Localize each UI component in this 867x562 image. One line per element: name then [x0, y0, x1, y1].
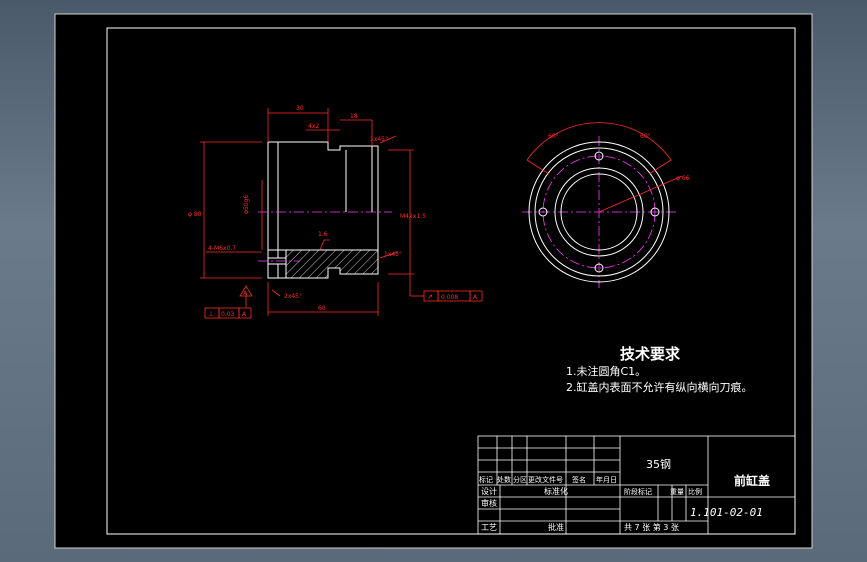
stage-weight: 重量: [670, 488, 684, 496]
bolt-hole: [594, 151, 604, 161]
outer-chamfer-circle: [534, 147, 664, 277]
hdr-date: 年月日: [596, 475, 617, 484]
runout-symbol: ↗: [427, 293, 433, 301]
hatched-section: [285, 249, 379, 279]
bolt-holes: [538, 151, 660, 273]
material: 35钢: [646, 458, 671, 471]
row-check: 审核: [481, 498, 497, 508]
stage-scale: 比例: [688, 487, 702, 496]
runout-datum: A: [473, 294, 478, 301]
perp-symbol: ⊥: [208, 310, 214, 318]
hdr-sign: 签名: [572, 475, 586, 484]
leader-chamfer: [379, 135, 397, 144]
dim-angle-left: 60°: [548, 133, 559, 140]
section-view: [267, 141, 379, 279]
drawing-frame: [106, 27, 796, 535]
tech-item-1: 1.未注圆角C1。: [566, 364, 646, 378]
front-view: 60° 60° φ 66: [526, 122, 690, 283]
dim-left-dia: φ 80: [188, 211, 202, 218]
angle-arc: [526, 122, 672, 161]
inner-circle: [560, 173, 638, 251]
perpendicularity-frame: ⊥ 0.03 A: [204, 307, 252, 319]
dim-angle-right: 60°: [640, 133, 651, 140]
bolt-hole: [594, 263, 604, 273]
sheet-info: 共 7 张 第 3 张: [624, 522, 679, 532]
bolt-circle: [542, 155, 656, 269]
dim-top-total: 30: [296, 105, 304, 112]
side-dimension-labels: 30 4x2 18 1x45° φ 80 φ50g6 M42x1.5 4-M6x…: [188, 105, 426, 312]
roughness-value: 1.6: [318, 231, 328, 238]
dim-front-dia: φ 66: [676, 175, 690, 182]
dim-chamfer-bottom: 2x45°: [284, 293, 302, 300]
side-dimensions: [200, 108, 424, 316]
runout-value: 0.008: [441, 294, 458, 301]
bore-circle: [554, 167, 644, 257]
dim-chamfer-top: 1x45°: [370, 136, 388, 143]
dim-thread: M42x1.5: [400, 213, 426, 220]
dim-chamfer-right: 1x45°: [384, 251, 402, 258]
dim-step: 18: [350, 113, 358, 120]
row-process: 工艺: [481, 523, 497, 532]
title-block: [477, 435, 796, 535]
dim-groove: 4x2: [308, 123, 319, 130]
row-approve: 批准: [548, 522, 564, 532]
hdr-count: 处数: [497, 475, 511, 484]
hdr-zone: 分区: [513, 475, 527, 484]
roughness-symbol: [319, 239, 330, 251]
tech-requirements: 技术要求 1.未注圆角C1。 2.缸盖内表面不允许有纵向横向刀痕。: [566, 345, 753, 394]
datum-symbol: [239, 285, 253, 297]
bolt-hole: [538, 207, 548, 217]
drawing-sheet: [54, 13, 813, 549]
perp-value: 0.03: [221, 311, 235, 318]
dim-bore-dia: φ50g6: [243, 195, 250, 214]
title-block-text: 35钢 前缸盖 1.101-02-01 共 7 张 第 3 张 标记 处数 分区…: [479, 458, 770, 532]
leader-chamfer-bottom: [271, 289, 281, 297]
hdr-mark: 标记: [479, 475, 493, 484]
datum-letter: A: [243, 290, 248, 297]
row-standardize: 标准化: [544, 486, 568, 496]
tech-item-2: 2.缸盖内表面不允许有纵向横向刀痕。: [566, 380, 753, 394]
radius-leader: [598, 175, 683, 213]
hdr-change-doc: 更改文件号: [528, 475, 563, 484]
dim-bottom-len: 60: [318, 305, 326, 312]
perp-datum: A: [242, 311, 247, 318]
drawing-number: 1.101-02-01: [690, 506, 763, 519]
row-design: 设计: [481, 486, 497, 496]
bolt-hole: [650, 207, 660, 217]
dim-small-hole: 4-M6x0.7: [208, 245, 236, 252]
leader-chamfer-right: [379, 251, 399, 259]
tech-heading: 技术要求: [620, 345, 681, 363]
part-name: 前缸盖: [734, 473, 770, 488]
outer-circle: [528, 141, 670, 283]
stage-mark: 阶段标记: [624, 487, 652, 496]
runout-frame: ↗ 0.008 A: [423, 290, 483, 302]
